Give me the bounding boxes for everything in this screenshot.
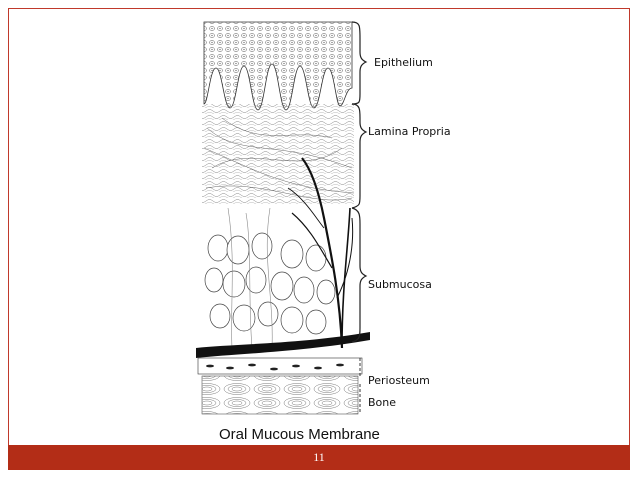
page-number: 11 <box>313 450 325 464</box>
label-periosteum: Periosteum <box>368 374 430 387</box>
oral-mucosa-illustration <box>196 21 370 415</box>
label-submucosa: Submucosa <box>368 278 432 291</box>
label-epithelium: Epithelium <box>374 56 433 69</box>
footer-bar: 11 <box>8 445 630 470</box>
label-lamina-propria: Lamina Propria <box>368 125 451 138</box>
layer-braces <box>351 21 368 412</box>
figure-caption: Oral Mucous Membrane <box>219 426 380 443</box>
label-bone: Bone <box>368 396 397 409</box>
